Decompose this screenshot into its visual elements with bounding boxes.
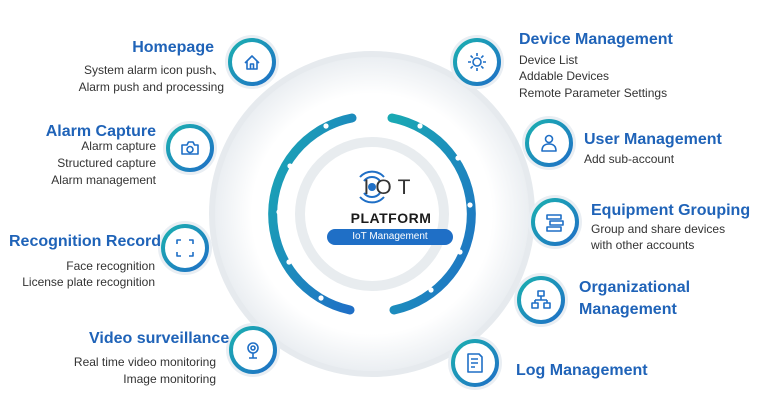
feature-line: Alarm capture <box>81 139 156 153</box>
feature-line: Real time video monitoring <box>73 355 216 369</box>
platform-badge: IoT Management <box>327 229 453 245</box>
feature-title: Log Management <box>516 362 648 379</box>
feature-title: Alarm Capture <box>45 123 156 140</box>
webcam-icon <box>226 323 280 377</box>
platform-title: PLATFORM <box>350 210 432 226</box>
log-document-icon <box>448 336 502 390</box>
feature-line: Face recognition <box>66 259 155 273</box>
feature-line: Group and share devices <box>591 222 726 236</box>
feature-line: Addable Devices <box>519 69 610 83</box>
feature-title: Device Management <box>519 31 673 48</box>
home-icon <box>225 35 279 89</box>
group-list-icon <box>528 195 582 249</box>
gear-icon <box>450 35 504 89</box>
left-arc <box>268 113 357 315</box>
inner-ring <box>295 137 449 291</box>
wifi-signal-icon <box>359 170 385 204</box>
feature-line: Image monitoring <box>123 372 216 386</box>
org-chart-icon <box>514 273 568 327</box>
feature-title: Management <box>579 301 677 318</box>
user-icon <box>522 116 576 170</box>
feature-title: Recognition Record <box>9 233 162 250</box>
feature-title: User Management <box>584 131 722 148</box>
feature-line: with other accounts <box>591 238 695 252</box>
feature-title: Video surveillance <box>89 330 230 347</box>
feature-line: Add sub-account <box>584 152 675 166</box>
feature-title: Organizational <box>579 279 691 296</box>
arc-dots <box>276 123 473 301</box>
feature-line: Structured capture <box>57 156 156 170</box>
feature-line: Alarm management <box>51 173 156 187</box>
feature-title: Homepage <box>132 39 214 56</box>
feature-line: Alarm push and processing <box>78 80 224 94</box>
iot-logo: IOT <box>363 176 417 199</box>
right-arc <box>387 113 476 315</box>
feature-title: Equipment Grouping <box>591 202 751 219</box>
feature-line: License plate recognition <box>22 275 155 289</box>
scan-frame-icon <box>158 221 212 275</box>
camera-icon <box>163 121 217 175</box>
feature-line: Device List <box>519 53 578 67</box>
feature-line: Remote Parameter Settings <box>519 86 668 100</box>
feature-line: System alarm icon push、 <box>83 63 224 77</box>
